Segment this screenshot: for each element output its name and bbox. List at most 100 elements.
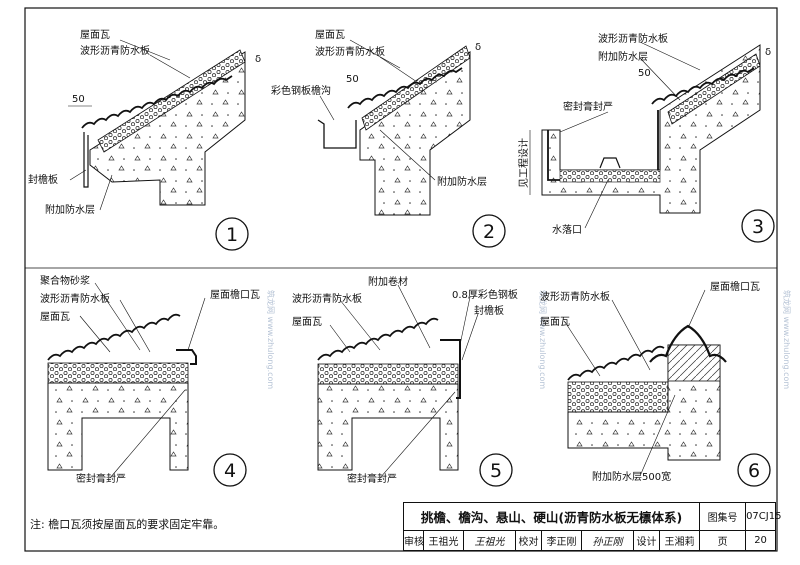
label-eave-board: 封檐板 (28, 173, 58, 186)
label-roof-tile: 屋面瓦 (315, 29, 345, 41)
label-sealant: 密封膏封严 (76, 472, 126, 485)
detail-number-circle (737, 453, 771, 487)
label-extra-waterproof: 附加防水层 (598, 50, 648, 63)
leader-line (349, 39, 401, 69)
concrete-slab (89, 51, 246, 206)
dimension-delta: δ (765, 47, 771, 58)
label-eave-tile: 屋面檐口瓦 (710, 280, 760, 293)
parapet-wall (667, 344, 721, 382)
roof-tile (567, 345, 665, 381)
label-roof-tile: 屋面瓦 (40, 311, 70, 323)
roof-tile (47, 313, 181, 361)
label-steel-plate: 0.8厚彩色钢板 (452, 288, 518, 301)
detail-3: 50 δ 波形沥青防水板 附加防水层 密封膏封严 见工程设计 水落口 3 (517, 32, 775, 243)
designer-name: 王湘莉 (658, 530, 701, 551)
detail-2: 50 δ 屋面瓦 波形沥青防水板 彩色钢板檐沟 附加防水层 2 (271, 29, 506, 248)
label-extra-waterproof: 附加防水层 (437, 175, 487, 188)
leader-line (564, 321, 601, 377)
label-asphalt-board: 波形沥青防水板 (540, 290, 610, 303)
detail-number: 1 (226, 224, 238, 246)
detail-1: 50 δ 屋面瓦 波形沥青防水板 封檐板 附加防水层 1 (28, 29, 261, 251)
label-drain-outlet: 水落口 (552, 224, 582, 236)
leader-line (584, 179, 609, 229)
label-eave-board: 封檐板 (474, 304, 504, 317)
concrete-slab (47, 382, 189, 471)
watermark-text: 筑龙网 www.zhulong.com (538, 290, 548, 389)
detail-number: 6 (748, 460, 760, 482)
label-asphalt-board: 波形沥青防水板 (315, 45, 385, 58)
detail-number: 5 (490, 460, 502, 482)
detail-number: 2 (483, 221, 495, 243)
label-eave-tile: 屋面檐口瓦 (210, 288, 260, 301)
title-block: 挑檐、檐沟、悬山、硬山(沥青防水板无檩体系) 图集号 07CJ15 审核 王祖光… (402, 502, 781, 551)
label-see-design: 见工程设计 (517, 138, 530, 188)
leader-line (94, 282, 141, 351)
leader-line (329, 324, 351, 353)
steel-fascia (440, 339, 461, 399)
label-extra-waterproof: 附加防水层 (45, 203, 95, 216)
roof-tile (317, 317, 439, 361)
roof-tile (651, 67, 755, 105)
detail-number-circle (741, 209, 775, 243)
leader-line (639, 41, 701, 71)
leader-line (379, 129, 436, 181)
dimension-50: 50 (346, 74, 359, 85)
leader-line (69, 169, 87, 181)
leader-line (559, 111, 609, 133)
dimension-50: 50 (72, 94, 85, 105)
detail-5: 附加卷材 波形沥青防水板 0.8厚彩色钢板 封檐板 屋面瓦 密封膏封严 5 (292, 275, 518, 487)
checker-signature: 孙正刚 (581, 530, 634, 551)
roof-tile (347, 67, 463, 109)
leader-line (611, 299, 651, 371)
insulation-layer (317, 363, 459, 385)
label-roof-tile: 屋面瓦 (540, 316, 570, 328)
label-sealant: 密封膏封严 (347, 472, 397, 485)
detail-number: 4 (224, 460, 236, 482)
review-label: 审核 (403, 530, 424, 551)
insulation-layer (667, 53, 761, 125)
label-polymer-mortar: 聚合物砂浆 (40, 274, 90, 287)
eave-board (83, 132, 89, 188)
drawing-note: 注: 檐口瓦须按屋面瓦的要求固定牢靠。 (30, 518, 225, 531)
leader-line (461, 313, 479, 361)
label-extra-membrane: 附加卷材 (368, 275, 408, 288)
leader-line (379, 56, 421, 85)
watermark-text: 筑龙网 www.zhulong.com (266, 290, 276, 389)
detail-number-circle (215, 217, 249, 251)
page-label: 页 (699, 530, 747, 551)
label-asphalt-board: 波形沥青防水板 (80, 44, 150, 57)
detail-6: 波形沥青防水板 屋面檐口瓦 屋面瓦 附加防水层500宽 6 (540, 280, 771, 487)
gutter-insulation (559, 169, 661, 183)
atlas-number-label: 图集号 (699, 502, 747, 531)
insulation-layer (361, 45, 471, 131)
design-label: 设计 (633, 530, 660, 551)
concrete-slab (359, 51, 471, 216)
leader-line (187, 297, 206, 351)
insulation-layer (567, 381, 669, 413)
label-roof-tile: 屋面瓦 (80, 29, 110, 41)
label-asphalt-board: 波形沥青防水板 (598, 32, 668, 45)
reviewer-signature: 王祖光 (463, 530, 516, 551)
dimension-delta: δ (475, 42, 481, 53)
leader-line (99, 174, 113, 211)
leader-line (639, 57, 681, 101)
leader-line (79, 315, 111, 353)
label-roof-tile: 屋面瓦 (292, 316, 322, 328)
label-extra-waterproof-500: 附加防水层500宽 (592, 470, 671, 483)
leader-line (149, 54, 191, 79)
reviewer-name: 王祖光 (423, 530, 464, 551)
leader-line (339, 299, 381, 351)
eave-tile (176, 349, 197, 365)
leader-line (397, 284, 431, 349)
sheet-frame (24, 7, 778, 552)
detail-number: 3 (752, 216, 764, 238)
concrete-slab (317, 383, 459, 471)
leader-line (379, 391, 456, 479)
gutter-concrete (541, 44, 761, 214)
leader-line (687, 289, 706, 329)
drain-outlet (599, 157, 621, 169)
label-sealant: 密封膏封严 (563, 100, 613, 113)
roof-tile (81, 75, 233, 129)
leader-line (109, 389, 186, 479)
